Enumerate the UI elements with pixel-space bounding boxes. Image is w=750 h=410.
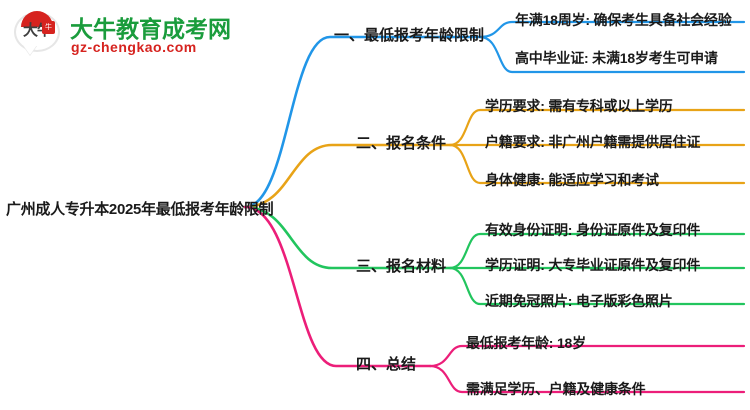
branch-node-3-label: 三、报名材料 (356, 258, 447, 275)
branch-3-leaf-3-line (448, 266, 746, 306)
branch-1-leaf-1-line (478, 20, 746, 39)
logo-title: 大牛教育成考网 (70, 16, 231, 42)
branch-node-1-label: 一、最低报考年龄限制 (334, 27, 485, 44)
branch-1-leaf-2-line (478, 35, 746, 74)
leaf-node-1-1-label: 年满18周岁: 确保考生具备社会经验 (515, 12, 732, 28)
logo-seal-icon: 牛 (42, 21, 55, 34)
branch-1-trunk (243, 35, 482, 209)
branch-2-connectors (243, 108, 746, 209)
branch-2-leaf-1-line (448, 108, 746, 147)
leaf-node-2-1-label: 学历要求: 需有专科或以上学历 (485, 98, 673, 114)
logo-bull-icon: 大牛 牛 (14, 11, 62, 56)
leaf-node-4-1-label: 最低报考年龄: 18岁 (466, 335, 586, 351)
logo-tail-shape (23, 45, 37, 55)
leaf-node-1-2-label: 高中毕业证: 未满18岁考生可申请 (515, 50, 718, 66)
leaf-node-3-3-label: 近期免冠照片: 电子版彩色照片 (485, 293, 673, 309)
branch-node-4-label: 四、总结 (356, 356, 417, 373)
leaf-node-2-3-label: 身体健康: 能适应学习和考试 (485, 172, 659, 188)
leaf-node-3-1-label: 有效身份证明: 身份证原件及复印件 (485, 222, 701, 238)
leaf-node-4-2-label: 需满足学历、户籍及健康条件 (466, 381, 646, 397)
branch-4-leaf-1-line (428, 344, 746, 368)
branch-2-trunk (243, 143, 452, 209)
logo-subtitle: gz-chengkao.com (71, 39, 197, 55)
leaf-node-2-2-label: 户籍要求: 非广州户籍需提供居住证 (485, 134, 701, 150)
site-logo: 大牛 牛 大牛教育成考网 gz-chengkao.com (14, 8, 231, 60)
root-node-label: 广州成人专升本2025年最低报考年龄限制 (6, 201, 274, 218)
branch-3-connectors (243, 205, 746, 306)
branch-2-leaf-3-line (448, 143, 746, 185)
branch-3-trunk (243, 205, 452, 270)
branch-node-2-label: 二、报名条件 (356, 135, 447, 152)
branch-4-leaf-2-line (428, 364, 746, 394)
branch-4-trunk (243, 205, 432, 368)
leaf-node-3-2-label: 学历证明: 大专毕业证原件及复印件 (485, 257, 701, 273)
branch-3-leaf-1-line (448, 232, 746, 270)
branch-4-connectors (243, 205, 746, 394)
branch-1-connectors (243, 20, 746, 209)
